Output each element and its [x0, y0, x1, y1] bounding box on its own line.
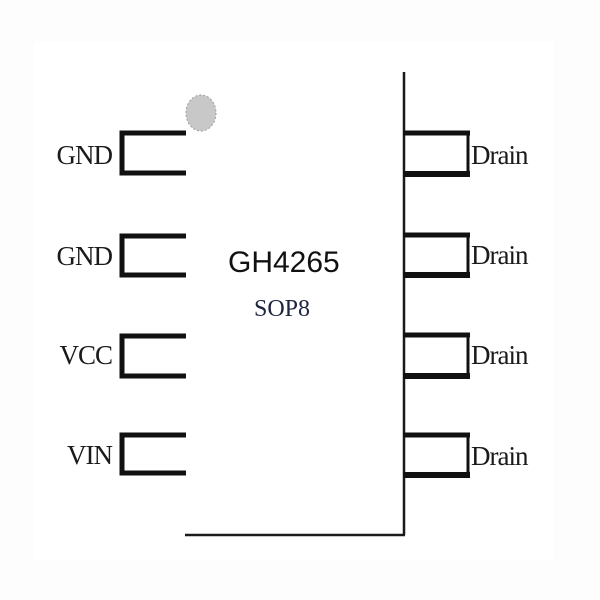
right-pin-label: Drain — [471, 240, 528, 270]
left-pin-label: VIN — [67, 440, 113, 470]
right-pin-5 — [403, 432, 470, 478]
left-pin-label: GND — [56, 241, 114, 271]
right-pin-label: Drain — [471, 140, 528, 170]
right-pin-6 — [403, 332, 470, 379]
pin1-marker-dot — [185, 94, 217, 132]
chip-package-type: SOP8 — [254, 296, 311, 322]
left-pin-label: VCC — [59, 340, 113, 370]
left-pin-label: GND — [56, 140, 114, 170]
chip-part-number: GH4265 — [228, 246, 340, 279]
left-pin-3 — [119, 333, 186, 379]
right-pin-label: Drain — [471, 441, 528, 471]
left-pin-1 — [119, 130, 186, 176]
left-pin-2 — [119, 233, 186, 278]
right-pin-7 — [403, 232, 470, 278]
right-pin-label: Drain — [471, 340, 528, 370]
right-pin-8 — [403, 130, 470, 177]
left-pin-4 — [119, 432, 186, 476]
